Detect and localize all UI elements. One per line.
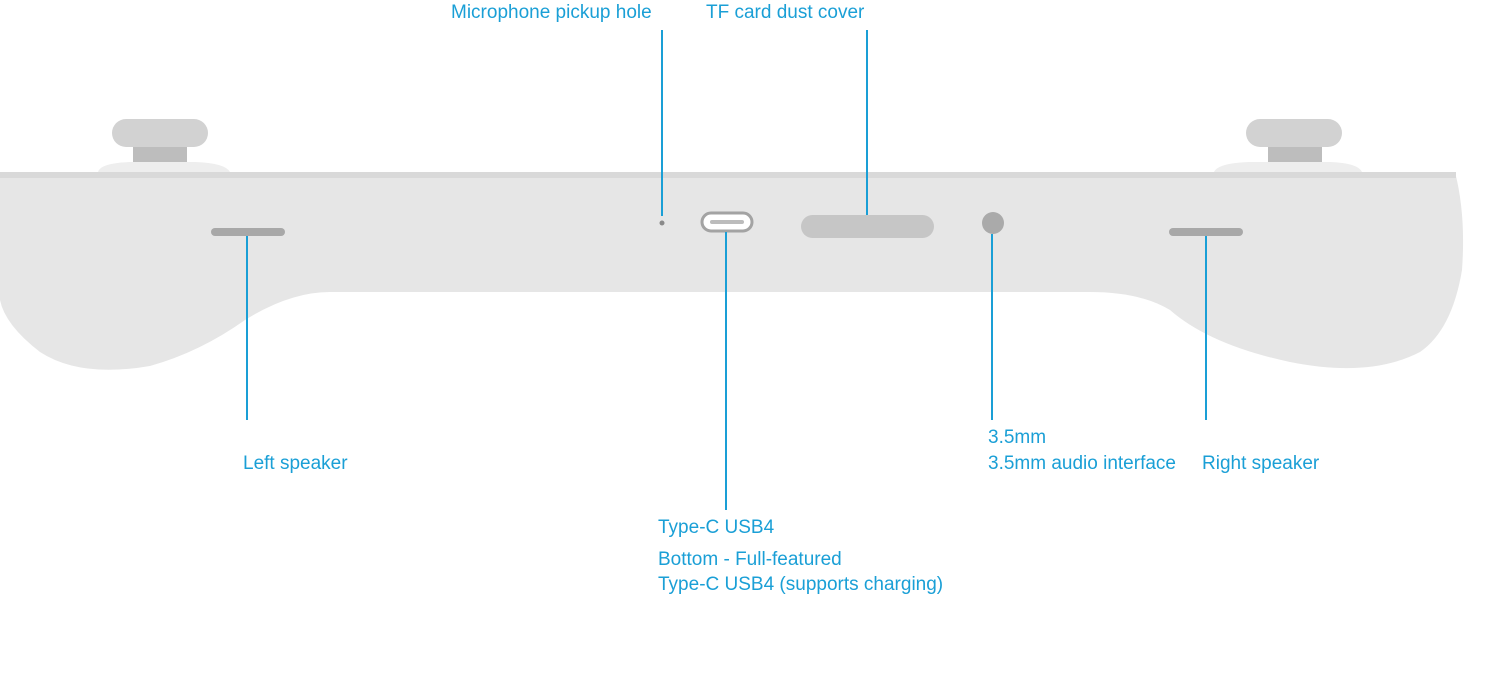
- tf-card-label: TF card dust cover: [706, 2, 865, 23]
- left-thumbstick: [98, 119, 230, 172]
- audio-full-label: 3.5mm audio interface: [988, 453, 1176, 474]
- top-edge: [0, 172, 1456, 178]
- microphone-hole: [659, 220, 665, 226]
- microphone-leader: [661, 30, 663, 216]
- tf-card-cover: [801, 215, 934, 238]
- usb-short-label: Type-C USB4: [658, 517, 775, 538]
- tf-card-leader: [866, 30, 868, 215]
- right-speaker-grille: [1169, 228, 1243, 236]
- right-thumbstick: [1214, 119, 1362, 172]
- right-speaker-leader: [1205, 236, 1207, 420]
- microphone-label: Microphone pickup hole: [451, 2, 652, 23]
- right-speaker-label: Right speaker: [1202, 453, 1320, 474]
- usb-desc-line1: Bottom - Full-featured: [658, 549, 842, 570]
- left-speaker-label: Left speaker: [243, 453, 348, 474]
- left-speaker-grille: [211, 228, 285, 236]
- console-body: [0, 172, 1464, 370]
- usb-c-port-inner: [710, 220, 744, 224]
- left-speaker-leader: [246, 236, 248, 420]
- usb-leader: [725, 232, 727, 510]
- usb-desc-line2: Type-C USB4 (supports charging): [658, 574, 944, 595]
- audio-jack: [982, 212, 1004, 234]
- audio-leader: [991, 234, 993, 420]
- audio-short-label: 3.5mm: [988, 427, 1047, 448]
